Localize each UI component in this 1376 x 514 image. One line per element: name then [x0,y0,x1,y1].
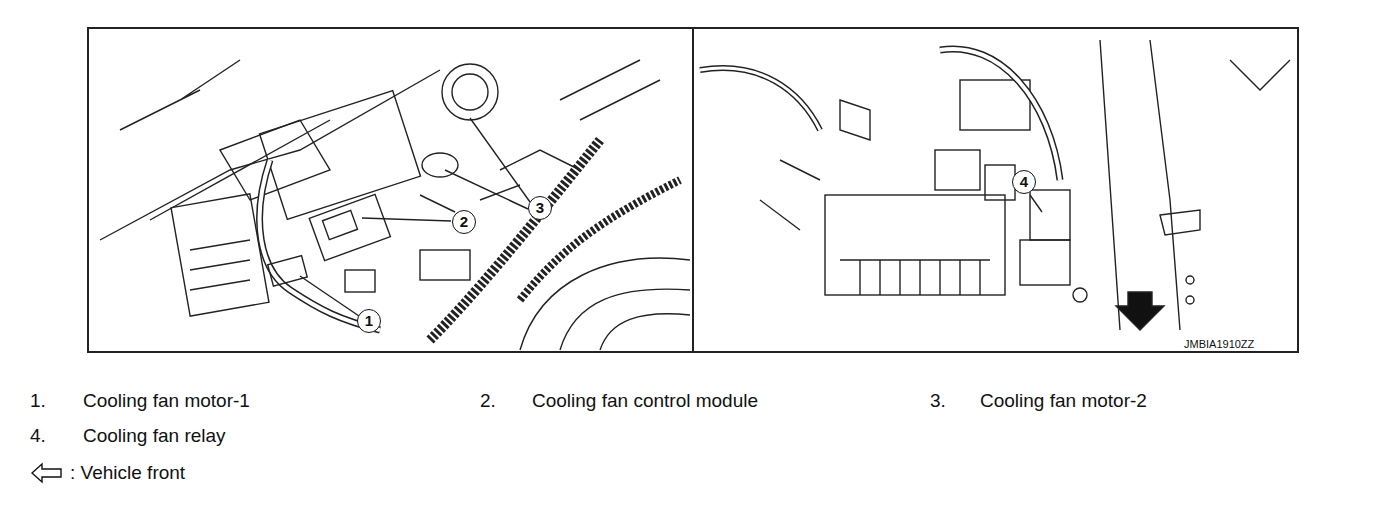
part-name: Cooling fan relay [83,425,226,447]
callout-number: 2 [452,210,476,234]
figure-code: JMBIA1910ZZ [1182,338,1256,351]
key-number: 3. [930,390,946,412]
callout-number: 1 [357,309,381,333]
legend-text: : Vehicle front [70,462,185,484]
callout-number: 4 [1012,170,1036,194]
front-arrow-symbol [30,462,64,484]
key-number: 4. [30,425,46,447]
callout-number: 3 [528,196,552,220]
part-name: Cooling fan motor-1 [83,390,250,412]
key-number: 1. [30,390,46,412]
part-name: Cooling fan motor-2 [980,390,1147,412]
key-number: 2. [480,390,496,412]
part-name: Cooling fan control module [532,390,758,412]
